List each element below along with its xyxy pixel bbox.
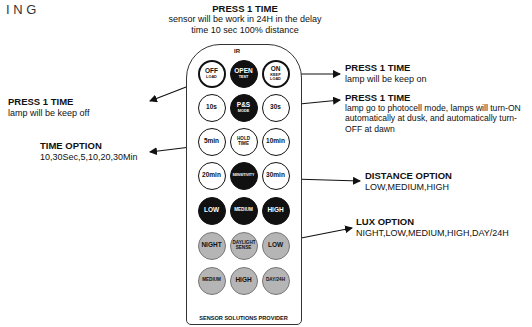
button-label: HIGH	[235, 277, 251, 284]
remote-button: HIGH	[262, 197, 290, 225]
callout-text: lamp go to photocell mode, lamps will tu…	[345, 103, 529, 134]
remote-button: LOW	[262, 232, 290, 260]
button-label: LOW	[268, 242, 283, 249]
remote-control: IRSENSOR SOLUTIONS PROVIDEROFFLOADOPENTE…	[186, 44, 302, 325]
button-label: ON	[271, 66, 281, 73]
callout-text: sensor will be work in 24H in the delay …	[160, 14, 330, 36]
button-label: 10min	[266, 138, 285, 145]
remote-button: 5min	[198, 128, 226, 156]
remote-button: OPENTEST	[230, 60, 258, 88]
button-label: 30min	[266, 172, 285, 179]
button-label: DAYLIGHT SENSE	[233, 241, 255, 251]
callout-heading: I N G	[6, 2, 66, 18]
button-label: MEDIUM	[202, 278, 221, 283]
remote-button: OFFLOAD	[198, 60, 226, 88]
callout-text: lamp will be keep off	[8, 108, 148, 119]
callout-text: lamp will be keep on	[345, 74, 495, 85]
callout-heading: DISTANCE OPTION	[365, 170, 525, 181]
remote-button: MEDIUM	[198, 267, 226, 295]
remote-button: LOW	[198, 197, 226, 225]
button-label: P&S	[237, 102, 250, 109]
callout-heading: TIME OPTION	[40, 140, 150, 151]
remote-button: DAY/24H	[262, 267, 290, 295]
remote-button: 10s	[198, 94, 226, 122]
button-sublabel: KEEP LOAD	[265, 73, 287, 81]
callout-text: LOW,MEDIUM,HIGH	[365, 182, 525, 193]
button-label: NIGHT	[201, 242, 221, 249]
ir-mark: IR	[227, 48, 247, 54]
button-label: LOW	[204, 207, 219, 214]
remote-button: HOLD TIME	[230, 128, 258, 156]
callout-heading: PRESS 1 TIME	[150, 3, 340, 14]
remote-button: 10min	[262, 128, 290, 156]
button-sublabel: LOAD	[206, 75, 217, 79]
remote-button: 20min	[198, 162, 226, 190]
remote-button: 30s	[262, 94, 290, 122]
remote-button: HIGH	[230, 267, 258, 295]
remote-button: SENSITIVITY	[230, 162, 258, 190]
remote-button: 30min	[262, 162, 290, 190]
button-label: 5min	[204, 138, 219, 145]
button-label: 30s	[270, 104, 281, 111]
remote-button: MEDIUM	[230, 197, 258, 225]
button-label: OPEN	[234, 68, 252, 75]
button-label: 10s	[206, 104, 217, 111]
button-label: HIGH	[267, 207, 283, 214]
button-label: DAY/24H	[266, 278, 285, 283]
callout-heading: PRESS 1 TIME	[8, 96, 148, 107]
remote-button: NIGHT	[198, 232, 226, 260]
remote-button: P&SMODE	[230, 94, 258, 122]
remote-button: ONKEEP LOAD	[262, 60, 290, 88]
button-label: OFF	[205, 68, 218, 75]
button-sublabel: TEST	[239, 75, 249, 79]
callout-text: NIGHT,LOW,MEDIUM,HIGH,DAY/24H	[356, 228, 528, 239]
button-label: HOLD TIME	[233, 137, 255, 147]
callout-heading: PRESS 1 TIME	[345, 92, 529, 103]
callout-heading: PRESS 1 TIME	[345, 62, 495, 73]
brand-text: SENSOR SOLUTIONS PROVIDER	[189, 315, 298, 321]
callout-text: 10,30Sec,5,10,20,30Min	[40, 152, 160, 163]
button-label: SENSITIVITY	[233, 174, 255, 178]
button-label: MEDIUM	[234, 208, 253, 213]
callout-heading: LUX OPTION	[356, 216, 528, 227]
button-label: 20min	[202, 172, 221, 179]
button-sublabel: MODE	[238, 109, 249, 113]
remote-button: DAYLIGHT SENSE	[230, 232, 258, 260]
